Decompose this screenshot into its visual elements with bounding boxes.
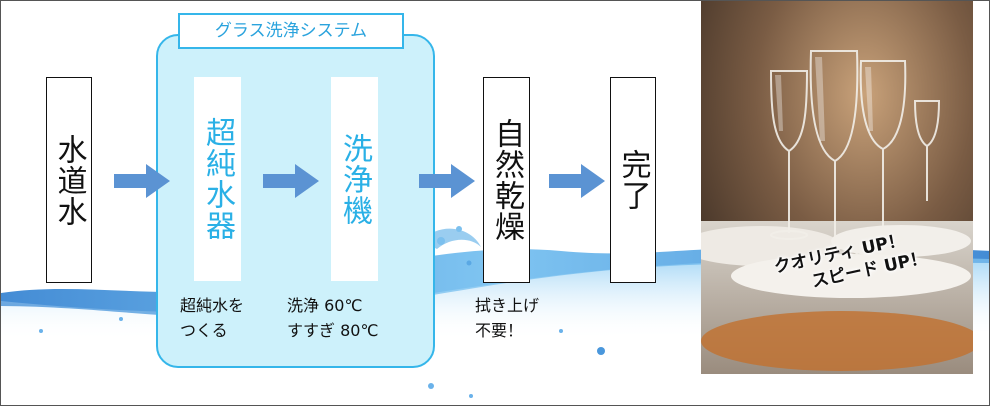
step-ultrapure-water-unit-label: 超純水器 xyxy=(200,117,235,241)
right-arrow-icon xyxy=(419,164,475,198)
step-air-dry-label: 自然乾燥 xyxy=(489,118,524,242)
wine-glasses-illustration xyxy=(701,1,973,374)
wine-glasses-photo xyxy=(701,1,973,374)
note-ultrapure: 超純水を つくる xyxy=(180,296,245,340)
step-tap-water-label: 水道水 xyxy=(51,133,87,227)
note-washer-temperatures: 洗浄 60℃ すすぎ 80℃ xyxy=(287,296,379,340)
step-washer: 洗浄機 xyxy=(331,77,378,281)
step-done-label: 完了 xyxy=(615,149,651,211)
system-title: グラス洗浄システム xyxy=(178,13,404,49)
right-arrow-icon xyxy=(549,164,605,198)
step-washer-label: 洗浄機 xyxy=(337,132,372,226)
right-arrow-icon xyxy=(114,164,170,198)
step-ultrapure-water-unit: 超純水器 xyxy=(194,77,241,281)
step-tap-water: 水道水 xyxy=(46,77,92,283)
note-no-wiping: 拭き上げ 不要！ xyxy=(475,296,540,340)
step-air-dry: 自然乾燥 xyxy=(483,77,530,283)
right-arrow-icon xyxy=(263,164,319,198)
step-done: 完了 xyxy=(610,77,656,283)
